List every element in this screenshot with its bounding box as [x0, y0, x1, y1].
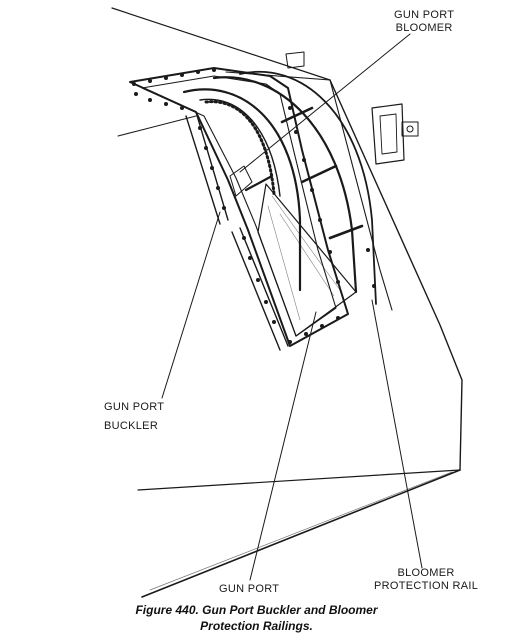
- rail-rung-3: [328, 224, 364, 240]
- turret-roof-edge: [111, 7, 331, 81]
- leader-bloomer: [239, 33, 411, 173]
- guide-arc: [199, 98, 281, 197]
- mount-bracket-inner: [379, 113, 398, 155]
- label-bloomer-line2: BLOOMER: [395, 22, 453, 34]
- figure-caption-line2: Protection Railings.: [200, 619, 313, 633]
- buckler-bolts: [132, 68, 376, 344]
- label-bloomer-line1: GUN PORT: [394, 9, 455, 21]
- label-gun-port-bloomer: GUN PORT BLOOMER: [394, 9, 454, 35]
- label-rail-line2: PROTECTION RAIL: [374, 580, 479, 592]
- rail-rung-1: [280, 106, 314, 124]
- leader-rail: [371, 299, 423, 569]
- rail-rung-4: [244, 174, 274, 192]
- mount-bracket: [371, 103, 405, 165]
- figure-caption-line1: Figure 440. Gun Port Buckler and Bloomer: [135, 603, 378, 617]
- bloomer-rail-3: [239, 70, 377, 305]
- leader-buckler: [161, 211, 221, 399]
- mount-bolt: [406, 125, 414, 133]
- turret-base-edge: [141, 469, 461, 598]
- buckler-frame-outer: [129, 67, 349, 347]
- rail-rung-2: [300, 164, 338, 184]
- bloomer-rail-1: [182, 88, 302, 292]
- label-buckler-line1: GUN PORT: [104, 401, 165, 413]
- turret-base-inner: [149, 471, 453, 591]
- mount-bolt-plate: [401, 121, 419, 137]
- port-inner-shading: [267, 195, 341, 321]
- bloomer-canvas: [229, 165, 253, 197]
- label-rail-line1: BLOOMER: [397, 567, 455, 579]
- turret-lower-line: [137, 469, 461, 491]
- leader-bloomer-left: [117, 115, 197, 137]
- label-bloomer-protection-rail: BLOOMER PROTECTION RAIL: [374, 567, 478, 593]
- turret-top-face: [225, 71, 393, 311]
- label-buckler-line2: BUCKLER: [104, 420, 159, 432]
- bloomer-rail-2: [212, 76, 358, 294]
- turret-right-side: [329, 79, 463, 471]
- label-gun-port: GUN PORT: [219, 583, 280, 595]
- guide-arc-teeth: [204, 100, 276, 196]
- buckler-lower-flange: [231, 227, 289, 351]
- small-mount-block: [285, 51, 305, 69]
- leader-gun-port: [249, 311, 317, 581]
- label-gun-port-buckler: GUN PORT BUCKLER: [104, 401, 164, 433]
- gun-port-opening: [257, 183, 357, 337]
